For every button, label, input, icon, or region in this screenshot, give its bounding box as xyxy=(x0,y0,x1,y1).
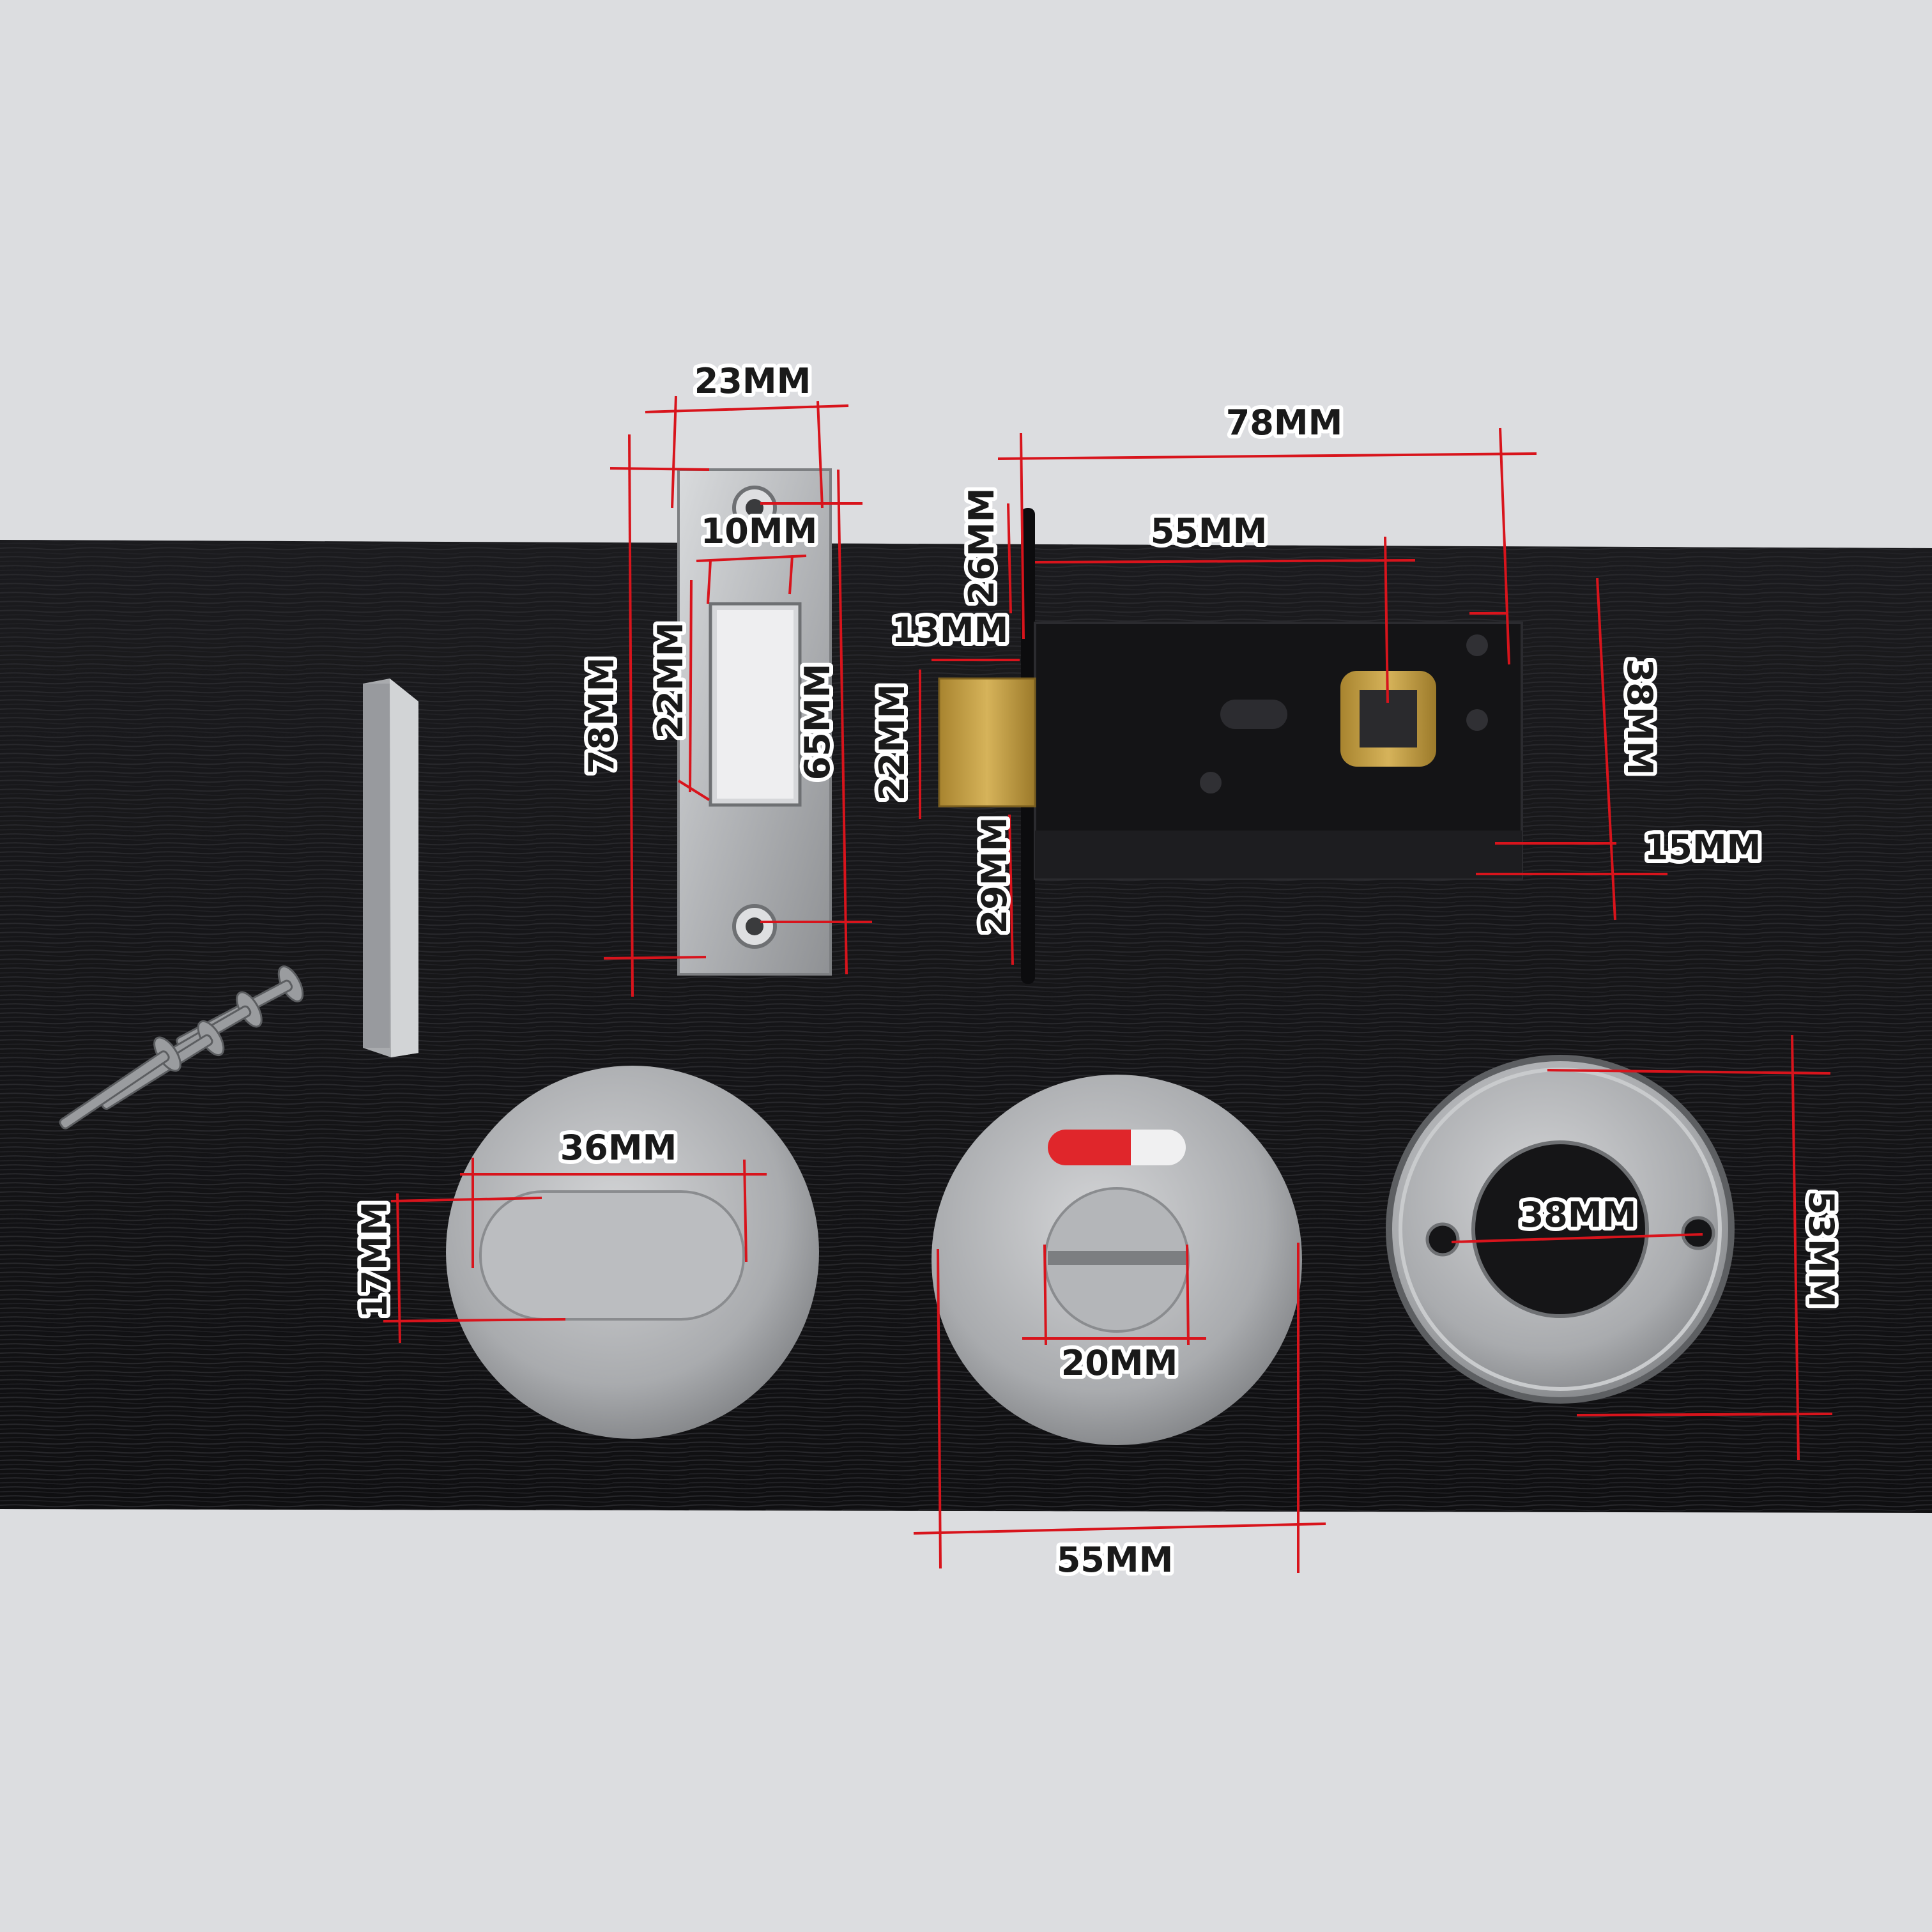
cover-rose-diameter-label: 53MM xyxy=(1801,1191,1841,1308)
thumb-turn xyxy=(446,1066,819,1439)
strike-plate xyxy=(677,468,832,976)
cover-rose xyxy=(1386,1055,1735,1404)
latch-bolt xyxy=(938,677,1036,808)
thumb-turn-knob-height-label: 17MM xyxy=(355,1202,395,1319)
cover-rose-hole-label: 38MM xyxy=(1520,1195,1637,1235)
indicator-disc xyxy=(931,1075,1302,1445)
mortise-lock-body xyxy=(1021,508,1523,984)
latch-projection-label: 13MM xyxy=(892,610,1009,650)
strike-plate-width-label: 23MM xyxy=(694,361,811,401)
indicator-diameter-label: 55MM xyxy=(1057,1540,1174,1580)
strike-hole-span-label: 65MM xyxy=(797,664,838,781)
spindle-bar xyxy=(363,678,418,1057)
faceplate-top-label: 26MM xyxy=(962,488,1002,605)
lock-backset-label: 55MM xyxy=(1151,511,1268,551)
bottom-offset-label: 15MM xyxy=(1644,827,1761,868)
latch-height-label: 22MM xyxy=(872,684,912,801)
strike-window-width-label: 10MM xyxy=(701,511,818,551)
screws xyxy=(59,965,304,1130)
strike-window-height-label: 22MM xyxy=(650,622,691,739)
strike-plate-height-label: 78MM xyxy=(581,657,622,774)
lock-body-height-label: 38MM xyxy=(1620,659,1660,776)
faceplate-bottom-label: 29MM xyxy=(974,817,1015,934)
dimension-lines xyxy=(383,395,1833,1573)
thumb-turn-diameter-label: 36MM xyxy=(560,1128,677,1168)
dimension-labels: 23MM 10MM 78MM 22MM 65MM 78MM 55MM 26MM … xyxy=(351,357,1845,1584)
indicator-spindle-label: 20MM xyxy=(1061,1343,1178,1383)
lock-length-label: 78MM xyxy=(1226,402,1343,443)
